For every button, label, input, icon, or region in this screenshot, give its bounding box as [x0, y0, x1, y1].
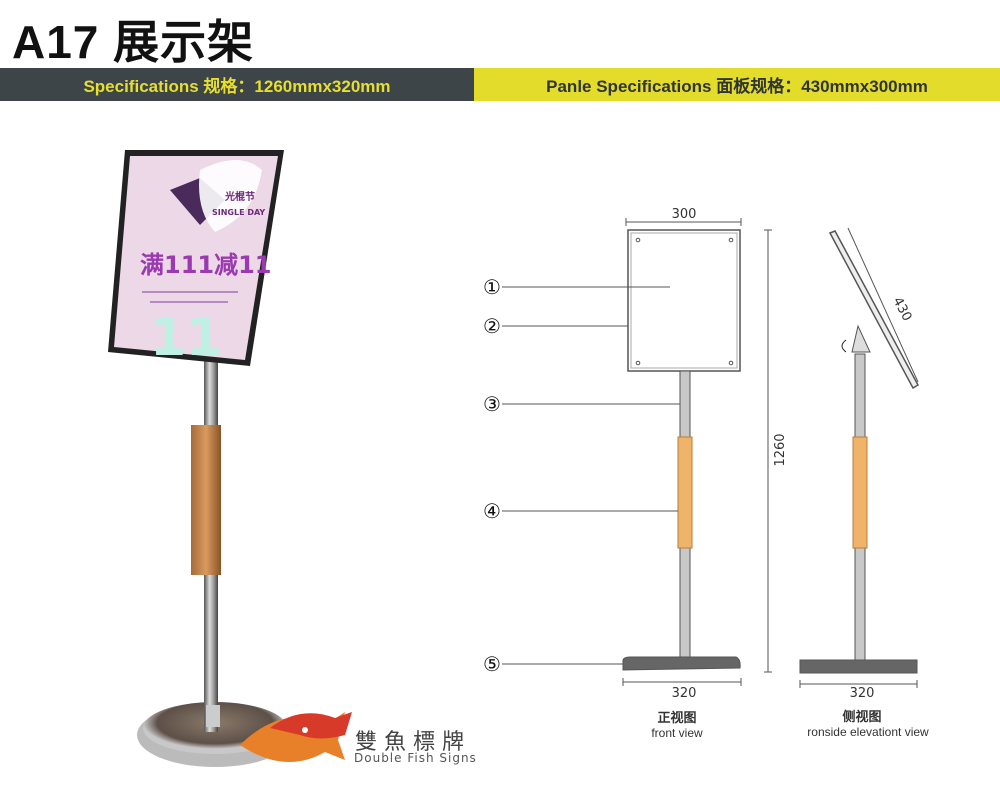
callout-4: ④ [483, 499, 501, 523]
spec-bar-panel: Panle Specifications 面板规格：430mmx300mm [474, 68, 1000, 101]
heart-badge [199, 160, 262, 232]
page-title: A17 展示架 [12, 16, 255, 68]
side-view-drawing [799, 227, 920, 688]
side-view-label-cn: 侧视图 [842, 710, 882, 725]
callout-1: ① [483, 275, 501, 299]
fish-logo [240, 712, 352, 762]
badge-en: SINGLE DAY [212, 208, 265, 217]
side-view-label-en: ronside elevationt view [807, 725, 929, 739]
dim-width-300: 300 [672, 207, 697, 222]
panel-spec-text: Panle Specifications 面板规格：430mmx300mm [546, 77, 928, 96]
dim-base-front: 320 [672, 686, 697, 701]
product-photo: 光棍节 SINGLE DAY 满111减11 11 [108, 150, 293, 767]
callout-5: ⑤ [483, 652, 501, 676]
dim-panel-430: 430 [889, 295, 914, 324]
logo-text-cn: 雙 魚 標 牌 [355, 730, 464, 755]
logo-text-en: Double Fish Signs [354, 751, 477, 765]
badge-cn: 光棍节 [224, 190, 255, 203]
spec-bar-overall: Specifications 规格：1260mmx320mm [0, 68, 474, 101]
pole-collar [206, 705, 220, 727]
overall-spec-text: Specifications 规格：1260mmx320mm [83, 77, 391, 96]
dim-height-1260: 1260 [773, 433, 788, 466]
front-view-label-en: front view [651, 726, 703, 740]
poster-big-number: 11 [150, 308, 222, 368]
callout-2: ② [483, 314, 501, 338]
front-view-label-cn: 正视图 [657, 711, 697, 726]
callout-3: ③ [483, 392, 501, 416]
front-view-drawing [502, 218, 772, 686]
wood-sleeve [191, 425, 221, 575]
poster-headline: 满111减11 [140, 251, 272, 279]
dim-base-side: 320 [850, 686, 875, 701]
